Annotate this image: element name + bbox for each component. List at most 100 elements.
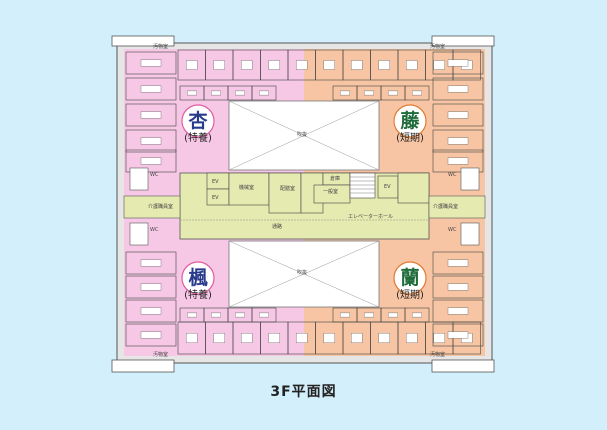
room-left bbox=[125, 103, 177, 127]
bed-icon bbox=[140, 307, 162, 315]
bed-icon bbox=[406, 333, 418, 344]
ward-name-se: 蘭 bbox=[400, 267, 420, 289]
room-right bbox=[432, 51, 484, 75]
label-corridor: 通路 bbox=[272, 224, 283, 230]
ward-type-sw: (特養) bbox=[184, 290, 212, 301]
bed-icon bbox=[140, 331, 162, 339]
bed-icon bbox=[234, 90, 245, 96]
bed-icon bbox=[140, 157, 162, 165]
ward-name-nw: 杏 bbox=[188, 110, 208, 132]
bed-icon bbox=[433, 333, 445, 344]
room-right bbox=[432, 275, 484, 299]
bed-icon bbox=[140, 85, 162, 93]
label-prep-room: 配膳室 bbox=[280, 186, 296, 192]
bed-icon bbox=[406, 60, 418, 70]
core bbox=[179, 172, 430, 240]
bed-icon bbox=[241, 60, 253, 70]
bed-icon bbox=[351, 60, 363, 70]
room-left bbox=[125, 323, 177, 347]
label-washroom-tl: 汚物室 bbox=[153, 44, 169, 50]
stair-bottom-right bbox=[431, 359, 495, 373]
ward-type-nw: (特養) bbox=[184, 133, 212, 144]
bed-icon bbox=[268, 333, 280, 344]
bed-icon bbox=[433, 60, 445, 70]
label-ev-1: EV bbox=[212, 179, 219, 185]
bed-icon bbox=[213, 333, 225, 344]
room-right bbox=[432, 129, 484, 153]
bed-icon bbox=[323, 60, 335, 70]
label-storage: 倉庫 bbox=[330, 176, 341, 182]
bed-icon bbox=[268, 60, 280, 70]
bed-icon bbox=[447, 331, 469, 339]
bed-icon bbox=[210, 312, 221, 318]
bed-icon bbox=[378, 60, 390, 70]
bed-icon bbox=[447, 85, 469, 93]
bed-icon bbox=[447, 137, 469, 145]
label-ev-3: EV bbox=[384, 184, 391, 190]
bed-icon bbox=[296, 60, 308, 70]
room-inner-bottom-right bbox=[404, 307, 430, 323]
room-left bbox=[125, 299, 177, 323]
ward-badge-se bbox=[393, 261, 427, 295]
bed-icon bbox=[412, 312, 423, 318]
bed-icon bbox=[186, 90, 197, 96]
room-left bbox=[125, 129, 177, 153]
bed-icon bbox=[140, 283, 162, 291]
ward-label-ne: 藤 (短期) bbox=[385, 110, 435, 146]
label-wc-tr: WC bbox=[448, 172, 457, 178]
bed-icon bbox=[210, 90, 221, 96]
label-washroom-bl: 汚物室 bbox=[153, 352, 169, 358]
void-bottom bbox=[228, 240, 380, 308]
bed-icon bbox=[351, 333, 363, 344]
bed-icon bbox=[213, 60, 225, 70]
room-left bbox=[125, 51, 177, 75]
bed-icon bbox=[186, 333, 198, 344]
room-left bbox=[125, 149, 177, 173]
ward-type-ne: (短期) bbox=[396, 133, 424, 144]
room-inner-top-left bbox=[251, 85, 277, 101]
ward-name-sw: 楓 bbox=[188, 267, 208, 289]
bed-icon bbox=[259, 90, 270, 96]
bed-icon bbox=[364, 312, 375, 318]
room-inner-top-right bbox=[404, 85, 430, 101]
resident-rooms bbox=[125, 49, 484, 355]
room-left bbox=[125, 251, 177, 275]
bed-icon bbox=[296, 333, 308, 344]
label-wc-br: WC bbox=[448, 227, 457, 233]
bed-icon bbox=[259, 312, 270, 318]
ward-type-se: (短期) bbox=[396, 290, 424, 301]
ward-badge-sw bbox=[181, 261, 215, 295]
ward-name-ne: 藤 bbox=[400, 110, 420, 132]
ward-badge-nw bbox=[181, 104, 215, 138]
bed-icon bbox=[447, 59, 469, 67]
stair-top-right bbox=[431, 35, 495, 47]
room-right bbox=[432, 323, 484, 347]
room-right bbox=[432, 251, 484, 275]
bed-icon bbox=[412, 90, 423, 96]
bed-icon bbox=[388, 312, 399, 318]
label-void-bottom: 吹抜 bbox=[297, 270, 308, 276]
bed-icon bbox=[447, 259, 469, 267]
bed-icon bbox=[378, 333, 390, 344]
room-right bbox=[432, 77, 484, 101]
room-inner-bottom-left bbox=[251, 307, 277, 323]
bed-icon bbox=[140, 259, 162, 267]
bed-icon bbox=[447, 307, 469, 315]
label-machine-room: 機械室 bbox=[239, 185, 255, 191]
stair-bottom-left bbox=[111, 359, 175, 373]
ward-label-sw: 楓 (特養) bbox=[173, 267, 223, 303]
room-left bbox=[125, 77, 177, 101]
room-right bbox=[432, 299, 484, 323]
bed-icon bbox=[340, 312, 351, 318]
bed-icon bbox=[323, 333, 335, 344]
bed-icon bbox=[234, 312, 245, 318]
bed-icon bbox=[186, 312, 197, 318]
bed-icon bbox=[140, 137, 162, 145]
label-care-staff-right: 介護職員室 bbox=[433, 204, 459, 210]
bed-icon bbox=[447, 157, 469, 165]
label-care-staff-left: 介護職員室 bbox=[148, 204, 174, 210]
side-corridors bbox=[123, 167, 486, 246]
label-washroom-br: 汚物室 bbox=[430, 352, 446, 358]
bed-icon bbox=[241, 333, 253, 344]
